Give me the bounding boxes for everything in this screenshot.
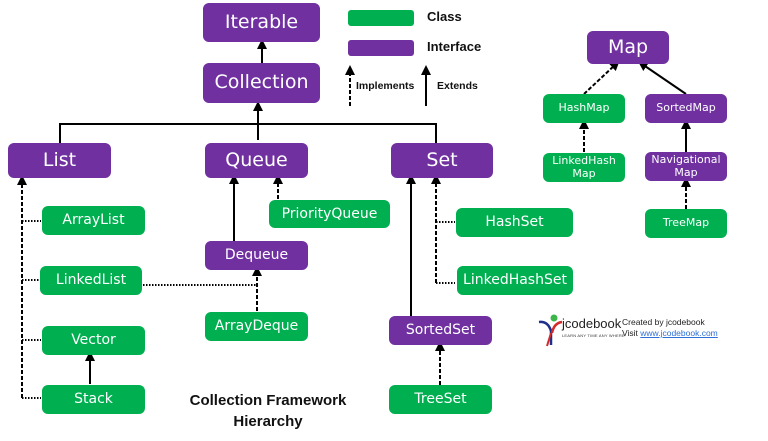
node-stack-label: Stack	[74, 391, 113, 408]
legend-class-swatch	[348, 10, 414, 26]
jcodebook-logo-icon	[538, 314, 563, 347]
brand-website-link[interactable]: www.jcodebook.com	[640, 328, 718, 338]
legend-interface-swatch	[348, 40, 414, 56]
edge-sortedmap-map	[637, 61, 687, 95]
node-hashset: HashSet	[456, 208, 573, 237]
node-list-label: List	[42, 148, 77, 171]
node-set-label: Set	[426, 148, 458, 171]
node-iterable: Iterable	[203, 3, 320, 42]
legend-interface-label: Interface	[427, 39, 482, 54]
brand-credit-text: Created by jcodebook	[622, 317, 705, 327]
node-navigationalmap-label-line2: Map	[674, 165, 698, 179]
node-vector-label: Vector	[71, 332, 116, 349]
edge-bus-horizontal	[59, 123, 437, 143]
brand-logo-text: jcodebook	[562, 316, 622, 331]
node-sortedmap: SortedMap	[645, 94, 727, 123]
node-arraydeque-label: ArrayDeque	[214, 318, 299, 335]
node-priorityqueue: PriorityQueue	[269, 200, 390, 228]
node-sortedset: SortedSet	[389, 316, 492, 345]
node-treemap: TreeMap	[645, 209, 727, 238]
node-priorityqueue-label: PriorityQueue	[281, 205, 378, 222]
node-linkedhashmap-label-line2: Map	[572, 166, 596, 180]
node-treemap-label: TreeMap	[662, 216, 710, 230]
node-linkedlist: LinkedList	[40, 266, 142, 295]
node-vector: Vector	[42, 326, 145, 355]
node-navigationalmap-label-line1: Navigational	[651, 152, 721, 166]
node-queue: Queue	[205, 143, 308, 178]
diagram-title-line2: Hierarchy	[233, 413, 303, 430]
node-queue-label: Queue	[225, 148, 288, 171]
node-linkedhashset: LinkedHashSet	[457, 266, 573, 295]
node-linkedhashmap-label-line1: LinkedHash	[552, 153, 616, 167]
node-map: Map	[587, 31, 669, 64]
brand-visit-prefix: Visit	[622, 328, 641, 338]
node-hashset-label: HashSet	[485, 214, 544, 231]
brand-credit: Created by jcodebook Visit www.jcodebook…	[622, 317, 718, 339]
node-dequeue-label: Dequeue	[224, 247, 289, 264]
diagram-title-line1: Collection Framework	[189, 392, 347, 409]
node-dequeue: Dequeue	[205, 241, 308, 270]
node-list: List	[8, 143, 111, 178]
node-stack: Stack	[42, 385, 145, 414]
edge-hashmap-map	[583, 60, 620, 95]
node-arraylist: ArrayList	[42, 206, 145, 235]
node-collection-label: Collection	[214, 71, 309, 94]
node-hashmap: HashMap	[543, 94, 625, 123]
legend-implements-label: Implements	[356, 80, 415, 92]
node-arraylist-label: ArrayList	[62, 212, 125, 229]
node-set: Set	[391, 143, 493, 178]
legend-class-label: Class	[427, 9, 462, 24]
node-linkedhashset-label: LinkedHashSet	[463, 272, 567, 289]
branding: jcodebook LEARN ANY TIME ANY WHERE Creat…	[538, 313, 728, 347]
node-hashmap-label: HashMap	[558, 101, 610, 115]
node-arraydeque: ArrayDeque	[205, 312, 308, 341]
node-linkedlist-label: LinkedList	[55, 272, 127, 289]
node-sortedmap-label: SortedMap	[656, 101, 716, 115]
node-iterable-label: Iterable	[224, 10, 299, 33]
node-collection: Collection	[203, 63, 320, 103]
node-treeset-label: TreeSet	[414, 391, 467, 408]
node-treeset: TreeSet	[389, 385, 492, 414]
legend-extends-label: Extends	[437, 80, 478, 92]
brand-tagline: LEARN ANY TIME ANY WHERE	[562, 333, 625, 338]
node-map-label: Map	[607, 35, 649, 58]
diagram-title: Collection Framework Hierarchy	[176, 390, 360, 432]
node-sortedset-label: SortedSet	[405, 322, 476, 339]
